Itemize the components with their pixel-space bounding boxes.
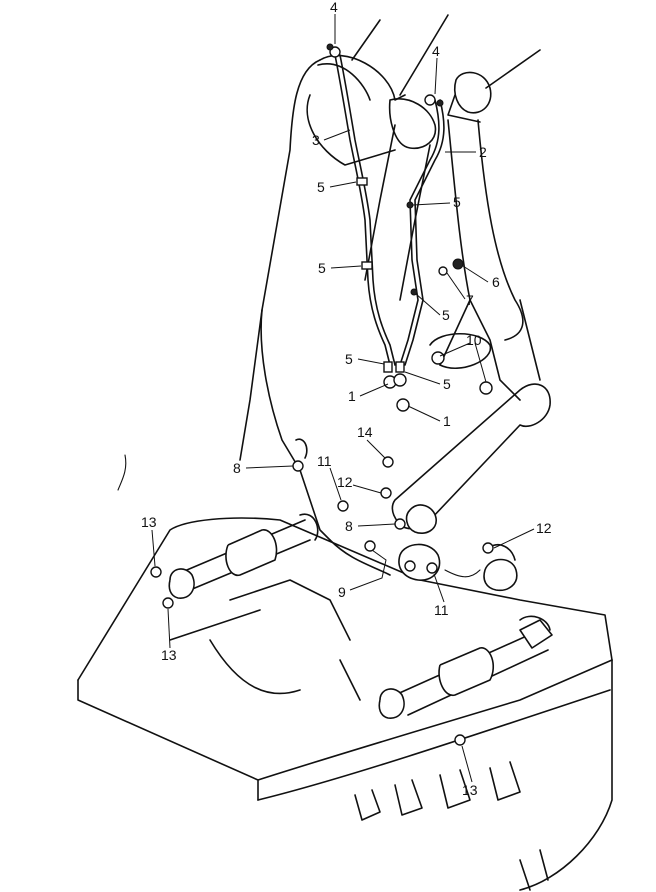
nipple-fitting (382, 456, 394, 468)
clamp-fitting (424, 94, 436, 106)
clamp-fitting (361, 261, 373, 270)
elbow-fitting (479, 381, 493, 395)
clamp-fitting (406, 201, 414, 209)
callout-number: 8 (233, 460, 241, 476)
callout-number: 13 (161, 647, 177, 663)
leader-lines (151, 14, 535, 783)
clamp-fitting (395, 361, 405, 373)
callout-number: 10 (466, 332, 482, 348)
nipple-fitting (380, 487, 392, 499)
clamp-fitting (383, 361, 393, 373)
callout-number: 5 (443, 376, 451, 392)
callout-number: 13 (462, 782, 478, 798)
nipple-fitting (364, 540, 376, 552)
clamp-fitting (410, 288, 418, 296)
elbow-fitting (396, 398, 410, 412)
clamp-fitting (356, 177, 368, 186)
nipple-fitting (426, 562, 438, 574)
bolt-fitting (452, 258, 464, 270)
callout-number: 12 (536, 520, 552, 536)
elbow-fitting (431, 351, 445, 365)
left-cylinder (168, 513, 319, 599)
washer-fitting (438, 266, 448, 276)
nipple-fitting (482, 542, 494, 554)
nipple-fitting (292, 460, 304, 472)
callout-number: 3 (312, 132, 320, 148)
nipple-fitting (404, 560, 416, 572)
nipple-fitting (337, 500, 349, 512)
callout-number: 5 (317, 179, 325, 195)
callout-number: 5 (318, 260, 326, 276)
callout-number: 14 (357, 424, 373, 440)
nipple-fitting (150, 566, 162, 578)
nipple-fitting (394, 518, 406, 530)
clamp-fitting (329, 46, 341, 58)
callout-number: 12 (337, 474, 353, 490)
callout-number: 5 (345, 351, 353, 367)
nipple-fitting (454, 734, 466, 746)
callout-number: 5 (442, 307, 450, 323)
callout-number: 8 (345, 518, 353, 534)
right-cylinder (378, 615, 553, 719)
callout-number: 4 (330, 0, 338, 15)
callout-number: 13 (141, 514, 157, 530)
callout-number: 11 (434, 602, 449, 618)
callout-number: 4 (432, 43, 440, 59)
callout-number: 7 (466, 292, 474, 308)
callout-number: 11 (317, 453, 332, 469)
callout-number: 9 (338, 584, 346, 600)
nipple-fitting (436, 99, 444, 107)
callout-number: 6 (492, 274, 500, 290)
arm-assembly (239, 14, 551, 576)
callout-number: 1 (443, 413, 451, 429)
grease-hoses (117, 54, 481, 578)
nipple-fitting (162, 597, 174, 609)
nipple-fitting (326, 43, 334, 51)
callout-labels: 4 4 3 2 5 5 5 6 7 5 10 5 5 1 1 14 8 11 1… (141, 0, 552, 798)
callout-number: 2 (479, 144, 487, 160)
callout-number: 5 (453, 194, 461, 210)
grease-fittings (150, 43, 494, 746)
callout-number: 1 (348, 388, 356, 404)
elbow-fitting (393, 373, 407, 387)
